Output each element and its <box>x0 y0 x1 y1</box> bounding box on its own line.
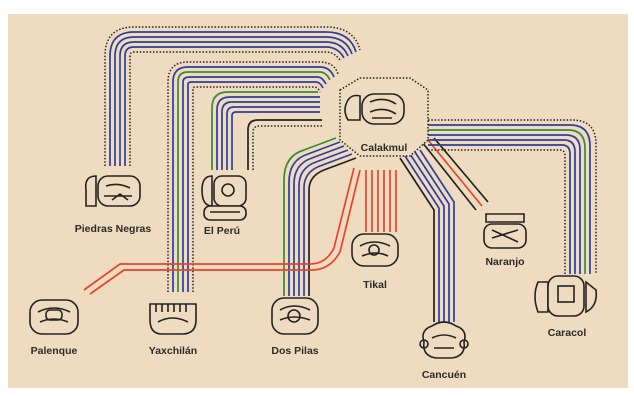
calakmul-emblem-glyph <box>344 93 405 125</box>
el-peru-emblem-glyph <box>201 175 247 221</box>
link-yaxchilan <box>167 61 339 292</box>
cancuen-label: Cancuén <box>422 369 466 381</box>
palenque-emblem-glyph <box>29 299 79 335</box>
cancuen-emblem-glyph <box>419 321 469 359</box>
el-peru-label: El Perú <box>204 225 240 237</box>
naranjo-label: Naranjo <box>485 256 524 268</box>
link-naranjo <box>421 137 489 211</box>
caracol-emblem-glyph <box>534 275 598 317</box>
link-cancuen <box>399 149 455 322</box>
top-border <box>0 0 634 14</box>
naranjo-emblem-glyph <box>483 213 527 249</box>
tikal-label: Tikal <box>363 279 387 291</box>
piedras-negras-label: Piedras Negras <box>75 223 152 235</box>
yaxchilan-emblem-glyph <box>149 303 197 335</box>
link-palenque <box>83 167 361 295</box>
link-tikal <box>365 170 397 232</box>
link-caracol <box>428 119 597 274</box>
link-piedras-negras <box>104 26 361 166</box>
dos-pilas-label: Dos Pilas <box>271 345 318 357</box>
connection-lines <box>83 26 597 322</box>
dos-pilas-emblem-glyph <box>271 297 319 335</box>
bottom-border <box>0 388 634 396</box>
yaxchilan-label: Yaxchilán <box>149 345 197 357</box>
tikal-emblem-glyph <box>351 233 399 267</box>
calakmul-label: Calakmul <box>361 142 408 154</box>
link-el-peru <box>211 91 322 170</box>
caracol-label: Caracol <box>548 327 587 339</box>
link-dos-pilas <box>283 137 357 296</box>
palenque-label: Palenque <box>31 345 78 357</box>
piedras-negras-emblem-glyph <box>84 175 141 207</box>
emblem-glyphs <box>29 93 598 359</box>
site-labels: Calakmul Piedras Negras El Perú Tikal Na… <box>31 142 587 381</box>
